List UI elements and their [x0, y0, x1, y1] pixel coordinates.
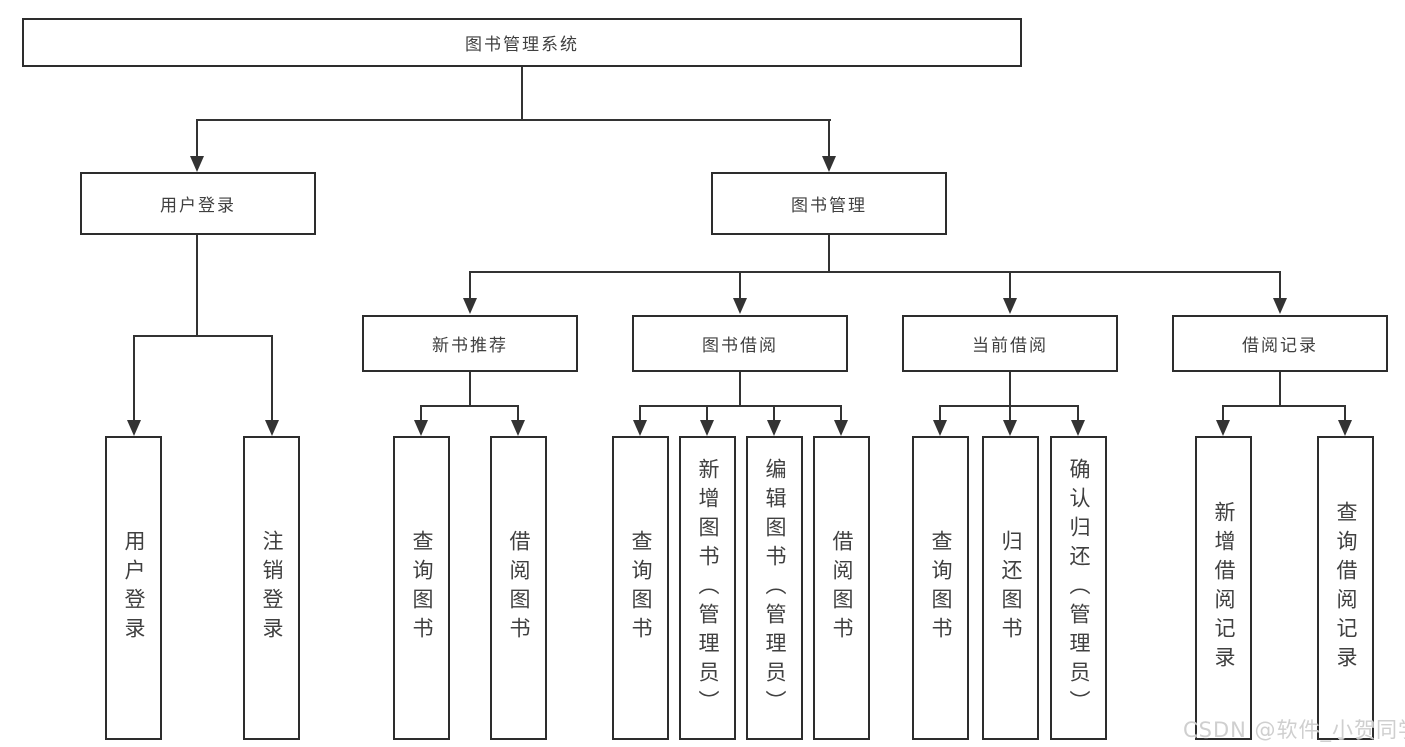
connector-line	[469, 271, 1281, 273]
leaf-query-books-borrow: 查询图书	[612, 436, 669, 740]
leaf-query-books-current-label: 查询图书	[929, 530, 953, 646]
connector-line	[1279, 372, 1281, 405]
arrow-down-icon	[1216, 420, 1230, 436]
node-book-management: 图书管理	[711, 172, 947, 235]
arrow-down-icon	[127, 420, 141, 436]
leaf-add-books-admin: 新增图书（管理员）	[679, 436, 736, 740]
connector-line	[828, 119, 830, 156]
connector-line	[639, 405, 842, 407]
node-current-borrow-label: 当前借阅	[972, 336, 1048, 356]
connector-line	[521, 67, 523, 120]
arrow-down-icon	[700, 420, 714, 436]
node-book-borrow-label: 图书借阅	[702, 336, 778, 356]
connector-line	[469, 372, 471, 405]
leaf-query-books-newbooks: 查询图书	[393, 436, 450, 740]
node-root: 图书管理系统	[22, 18, 1022, 67]
leaf-borrow-books-newbooks-label: 借阅图书	[507, 530, 531, 646]
connector-line	[469, 271, 471, 298]
node-borrow-records: 借阅记录	[1172, 315, 1388, 372]
connector-line	[420, 405, 519, 407]
arrow-down-icon	[414, 420, 428, 436]
arrow-down-icon	[1273, 298, 1287, 314]
connector-line	[828, 235, 830, 272]
leaf-return-books-label: 归还图书	[999, 530, 1023, 646]
connector-line	[1009, 271, 1011, 298]
connector-line	[1222, 405, 1346, 407]
connector-line	[840, 405, 842, 420]
connector-line	[639, 405, 641, 420]
node-user-login-label: 用户登录	[160, 196, 236, 216]
leaf-query-books-newbooks-label: 查询图书	[410, 530, 434, 646]
connector-line	[939, 405, 941, 420]
connector-line	[773, 405, 775, 420]
csdn-watermark: CSDN @软件_小贺同学	[1183, 718, 1405, 742]
connector-line	[1279, 271, 1281, 298]
leaf-user-login-label: 用户登录	[122, 530, 146, 646]
connector-line	[1344, 405, 1346, 420]
arrow-down-icon	[767, 420, 781, 436]
arrow-down-icon	[1338, 420, 1352, 436]
arrow-down-icon	[1003, 298, 1017, 314]
arrow-down-icon	[190, 156, 204, 172]
arrow-down-icon	[265, 420, 279, 436]
connector-line	[420, 405, 422, 420]
leaf-query-books-borrow-label: 查询图书	[629, 530, 653, 646]
leaf-edit-books-admin: 编辑图书（管理员）	[746, 436, 803, 740]
leaf-logout: 注销登录	[243, 436, 300, 740]
leaf-return-books: 归还图书	[982, 436, 1039, 740]
leaf-borrow-books-borrow: 借阅图书	[813, 436, 870, 740]
leaf-edit-books-admin-label: 编辑图书（管理员）	[763, 457, 787, 719]
leaf-add-books-admin-label: 新增图书（管理员）	[696, 457, 720, 719]
node-root-label: 图书管理系统	[465, 35, 579, 55]
connector-line	[1077, 405, 1079, 420]
connector-line	[517, 405, 519, 420]
connector-line	[133, 335, 273, 337]
leaf-query-borrow-record-label: 查询借阅记录	[1334, 501, 1358, 675]
arrow-down-icon	[822, 156, 836, 172]
arrow-down-icon	[1071, 420, 1085, 436]
leaf-logout-label: 注销登录	[260, 530, 284, 646]
connector-line	[1009, 372, 1011, 405]
connector-line	[196, 119, 198, 156]
arrow-down-icon	[633, 420, 647, 436]
leaf-borrow-books-borrow-label: 借阅图书	[830, 530, 854, 646]
leaf-user-login: 用户登录	[105, 436, 162, 740]
node-new-book-recommend: 新书推荐	[362, 315, 578, 372]
leaf-query-borrow-record: 查询借阅记录	[1317, 436, 1374, 740]
arrow-down-icon	[834, 420, 848, 436]
arrow-down-icon	[511, 420, 525, 436]
leaf-borrow-books-newbooks: 借阅图书	[490, 436, 547, 740]
leaf-confirm-return-admin: 确认归还（管理员）	[1050, 436, 1107, 740]
arrow-down-icon	[733, 298, 747, 314]
leaf-query-books-current: 查询图书	[912, 436, 969, 740]
leaf-add-borrow-record-label: 新增借阅记录	[1212, 501, 1236, 675]
connector-line	[133, 335, 135, 420]
connector-line	[739, 372, 741, 405]
connector-line	[196, 235, 198, 336]
arrow-down-icon	[463, 298, 477, 314]
connector-line	[271, 335, 273, 420]
node-current-borrow: 当前借阅	[902, 315, 1118, 372]
leaf-confirm-return-admin-label: 确认归还（管理员）	[1067, 457, 1091, 719]
connector-line	[739, 271, 741, 298]
node-book-borrow: 图书借阅	[632, 315, 848, 372]
node-book-management-label: 图书管理	[791, 196, 867, 216]
connector-line	[1222, 405, 1224, 420]
arrow-down-icon	[933, 420, 947, 436]
node-borrow-records-label: 借阅记录	[1242, 336, 1318, 356]
connector-line	[196, 119, 831, 121]
connector-line	[1009, 405, 1011, 420]
node-new-book-recommend-label: 新书推荐	[432, 336, 508, 356]
leaf-add-borrow-record: 新增借阅记录	[1195, 436, 1252, 740]
node-user-login: 用户登录	[80, 172, 316, 235]
connector-line	[706, 405, 708, 420]
arrow-down-icon	[1003, 420, 1017, 436]
